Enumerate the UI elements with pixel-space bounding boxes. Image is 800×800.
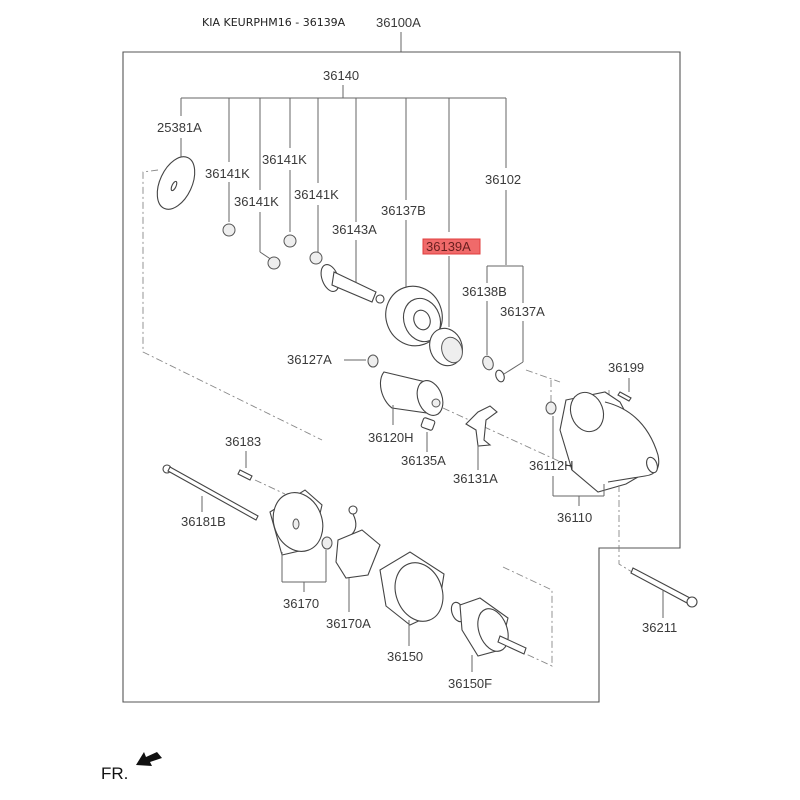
- part-36141K-nut-2[interactable]: [267, 256, 281, 270]
- label-36170[interactable]: 36170: [283, 596, 319, 611]
- label-36183[interactable]: 36183: [225, 434, 261, 449]
- part-36131A-lever[interactable]: [465, 405, 498, 447]
- orientation-label: FR.: [101, 764, 128, 783]
- label-36170A[interactable]: 36170A: [326, 616, 371, 631]
- part-36120H-solenoid[interactable]: [379, 371, 447, 419]
- label-36140[interactable]: 36140: [323, 68, 359, 83]
- label-36137B[interactable]: 36137B: [381, 203, 426, 218]
- leader-36137A-b: [503, 361, 524, 375]
- label-36141K-2[interactable]: 36141K: [234, 194, 279, 209]
- centerline-36211: [618, 485, 633, 573]
- highlight-36139A: [422, 238, 481, 255]
- part-36138B-ring[interactable]: [481, 355, 495, 372]
- centerline-armature: [502, 566, 553, 667]
- part-36141K-nut-1[interactable]: [222, 223, 236, 237]
- label-36139A[interactable]: 36139A: [426, 239, 471, 254]
- label-25381A[interactable]: 25381A: [157, 120, 202, 135]
- part-36143A-shaft[interactable]: [318, 262, 385, 304]
- label-36120H[interactable]: 36120H: [368, 430, 414, 445]
- label-36100A[interactable]: 36100A: [376, 15, 421, 30]
- label-36143A[interactable]: 36143A: [332, 222, 377, 237]
- label-36181B[interactable]: 36181B: [181, 514, 226, 529]
- label-36102[interactable]: 36102: [485, 172, 521, 187]
- part-36150-yoke[interactable]: [379, 551, 451, 628]
- part-36170-bushing[interactable]: [321, 536, 333, 550]
- part-36141K-nut-4[interactable]: [309, 251, 323, 265]
- front-arrow-icon: [136, 752, 162, 766]
- part-36135A-plunger[interactable]: [420, 417, 436, 431]
- label-36141K-1[interactable]: 36141K: [205, 166, 250, 181]
- part-36170-end-cover[interactable]: [265, 486, 331, 559]
- label-36135A[interactable]: 36135A: [401, 453, 446, 468]
- part-36150F-armature[interactable]: [449, 597, 527, 657]
- label-36112H[interactable]: 36112H: [529, 458, 574, 473]
- label-36141K-4[interactable]: 36141K: [294, 187, 339, 202]
- part-36137B-clutch[interactable]: [377, 278, 450, 354]
- label-36131A[interactable]: 36131A: [453, 471, 498, 486]
- part-36170A-brush-holder[interactable]: [335, 505, 381, 579]
- part-36112H-bushing[interactable]: [545, 401, 557, 415]
- assembly-frame: [122, 51, 681, 703]
- label-36138B[interactable]: 36138B: [462, 284, 507, 299]
- part-36137A-clip[interactable]: [494, 369, 506, 383]
- label-36137A[interactable]: 36137A: [500, 304, 545, 319]
- label-36110[interactable]: 36110: [557, 510, 592, 525]
- centerline-lever: [442, 407, 601, 481]
- diagram-title: KIA KEURPHM16 - 36139A: [202, 16, 346, 29]
- centerline-36183: [254, 479, 286, 495]
- part-36141K-nut-3[interactable]: [283, 234, 297, 248]
- part-36110-starter-motor[interactable]: [559, 388, 660, 493]
- part-36183-screw[interactable]: [237, 469, 253, 481]
- label-36141K-3[interactable]: 36141K: [262, 152, 307, 167]
- part-36199-screw[interactable]: [617, 391, 632, 402]
- plate-hole: [170, 180, 178, 192]
- label-36199[interactable]: 36199: [608, 360, 644, 375]
- part-36139A-pinion-gear[interactable]: [424, 324, 467, 371]
- part-36127A-bushing[interactable]: [367, 354, 379, 368]
- label-36211[interactable]: 36211: [642, 620, 677, 635]
- label-36150F[interactable]: 36150F: [448, 676, 492, 691]
- centerline-left: [142, 169, 323, 441]
- label-36127A[interactable]: 36127A: [287, 352, 332, 367]
- part-36181B-through-bolt[interactable]: [162, 464, 259, 521]
- part-36211-bolt[interactable]: [630, 567, 698, 608]
- label-36150[interactable]: 36150: [387, 649, 423, 664]
